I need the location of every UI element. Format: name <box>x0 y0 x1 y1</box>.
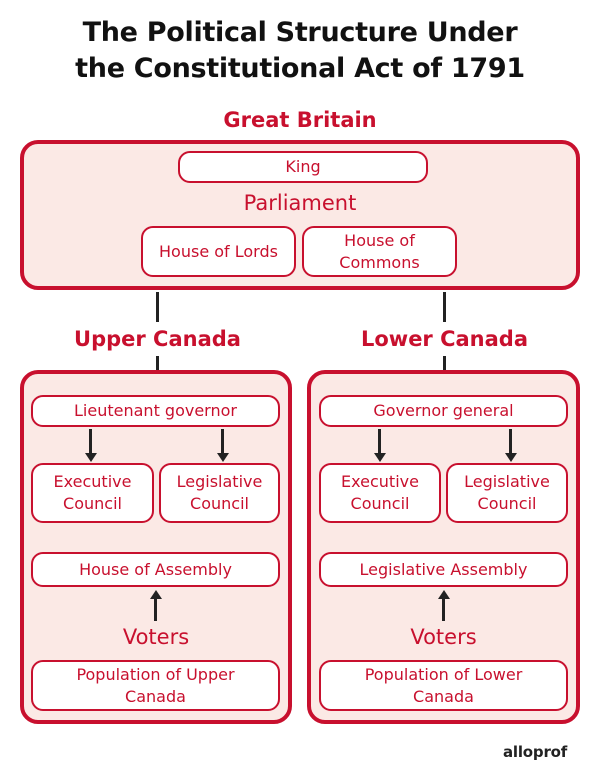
arrow-shaft-lower-executive <box>378 429 381 453</box>
house-of-commons-box: House of Commons <box>302 226 457 277</box>
diagram-title-line2: the Constitutional Act of 1791 <box>75 53 525 84</box>
connector-gb-upper-canada <box>156 292 159 322</box>
arrow-shaft-lower-voters <box>442 599 445 621</box>
arrow-shaft-upper-voters <box>154 599 157 621</box>
upper-legislative-council-box: Legislative Council <box>159 463 280 523</box>
upper-population-box: Population of Upper Canada <box>31 660 280 711</box>
lower-voters-label: Voters <box>410 625 477 649</box>
arrow-down-icon <box>216 453 229 462</box>
alloprof-logo: alloprof <box>503 743 568 761</box>
arrow-shaft-upper-executive <box>89 429 92 453</box>
king-box: King <box>178 151 428 183</box>
upper-lieutenant-governor-box: Lieutenant governor <box>31 395 280 427</box>
arrow-up-icon <box>437 590 450 599</box>
upper-house-of-assembly-box: House of Assembly <box>31 552 280 587</box>
upper-executive-council-box: Executive Council <box>31 463 154 523</box>
house-of-lords-box: House of Lords <box>141 226 296 277</box>
lower-canada-label: Lower Canada <box>360 327 529 351</box>
parliament-label: Parliament <box>243 191 357 215</box>
upper-voters-label: Voters <box>122 625 190 649</box>
upper-canada-label: Upper Canada <box>74 327 241 351</box>
lower-legislative-assembly-box: Legislative Assembly <box>319 552 568 587</box>
lower-population-box: Population of Lower Canada <box>319 660 568 711</box>
arrow-shaft-lower-legislative <box>509 429 512 453</box>
diagram-title-line1: The Political Structure Under <box>82 17 518 48</box>
arrow-up-icon <box>149 590 162 599</box>
great-britain-label: Great Britain <box>223 108 377 132</box>
arrow-down-icon <box>504 453 517 462</box>
lower-governor-general-box: Governor general <box>319 395 568 427</box>
connector-gb-lower-canada <box>443 292 446 322</box>
lower-executive-council-box: Executive Council <box>319 463 441 523</box>
lower-legislative-council-box: Legislative Council <box>446 463 568 523</box>
arrow-down-icon <box>373 453 386 462</box>
arrow-shaft-upper-legislative <box>221 429 224 453</box>
arrow-down-icon <box>84 453 97 462</box>
